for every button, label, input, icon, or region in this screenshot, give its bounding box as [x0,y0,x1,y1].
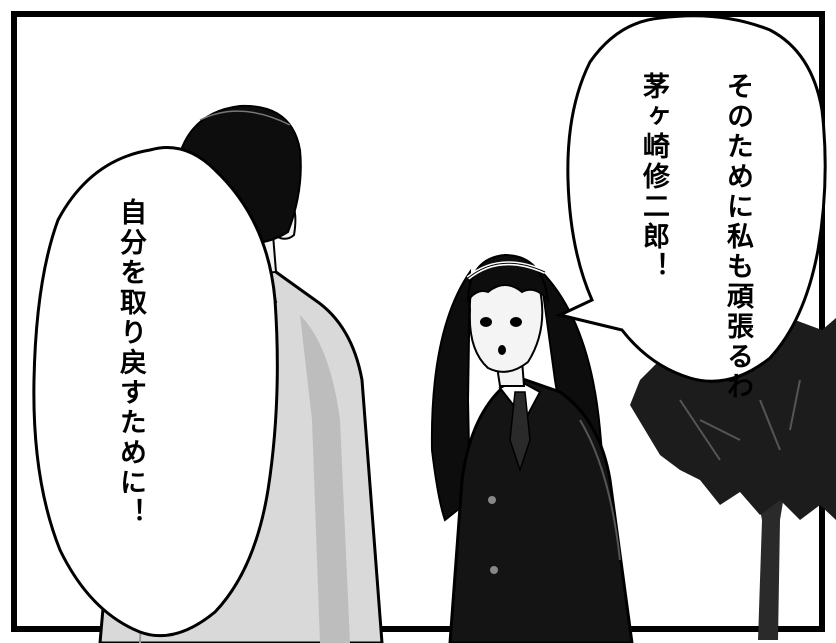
tree [630,318,836,640]
blazer-button [490,566,498,574]
dialogue-right-line-2: 茅ヶ崎修二郎！ [638,72,669,282]
speech-bubble-left [32,146,279,638]
girl-mouth [498,345,506,355]
dialogue-right-line-1: そのために私も頑張るわ [722,72,753,402]
blazer-button [488,496,496,504]
dialogue-left-line: 自分を取り戻すために！ [115,198,146,528]
girl-figure [430,253,634,643]
speech-bubble-right [555,14,827,383]
